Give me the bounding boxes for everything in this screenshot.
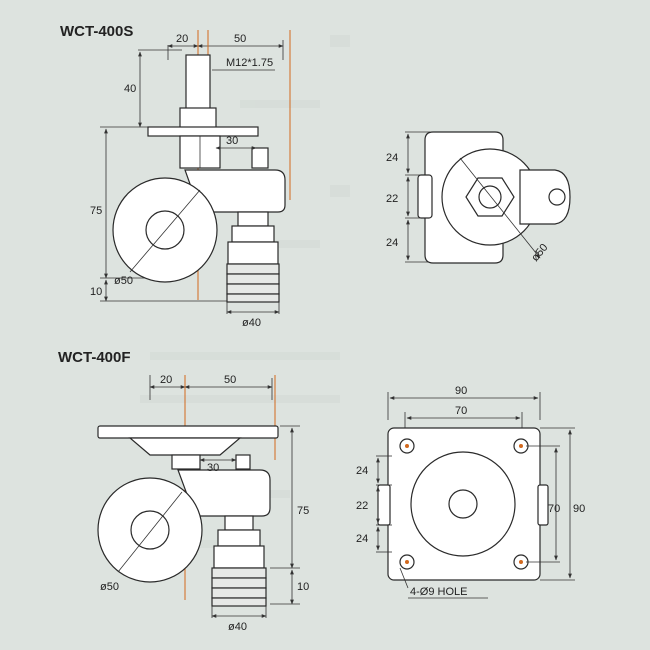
model-f-plan-dim-24a: 24	[356, 465, 368, 477]
model-s-title: WCT-400S	[60, 23, 133, 40]
model-f-dim-50: 50	[224, 374, 236, 386]
model-s-plan-dim-24a: 24	[386, 152, 398, 164]
model-f-side-view	[97, 375, 300, 618]
model-f-plan-dim-22: 22	[356, 500, 368, 512]
model-f-plate-dim-70-width: 70	[455, 405, 467, 417]
model-s-dim-30: 30	[226, 135, 238, 147]
model-s-plan-view	[405, 131, 571, 264]
model-s-dim-thread: M12*1.75	[226, 57, 273, 69]
model-s-dim-20: 20	[176, 33, 188, 45]
model-f-title: WCT-400F	[58, 349, 131, 366]
model-s-dim-wheel: ø50	[114, 275, 133, 287]
model-f-plan-view	[376, 392, 575, 599]
model-f-plate-dim-90-height: 90	[573, 503, 585, 515]
model-s-plan-dim-24b: 24	[386, 237, 398, 249]
model-s-dim-10: 10	[90, 286, 102, 298]
model-f-plate-dim-70-height: 70	[548, 503, 560, 515]
model-f-plate-dim-90-width: 90	[455, 385, 467, 397]
model-f-dim-30: 30	[207, 462, 219, 474]
model-s-dim-50: 50	[234, 33, 246, 45]
model-f-dim-wheel: ø50	[100, 581, 119, 593]
model-s-plan-dim-22: 22	[386, 193, 398, 205]
model-f-dim-75: 75	[297, 505, 309, 517]
model-s-dim-foot: ø40	[242, 317, 261, 329]
model-s-plan-dim-wheel: ø50	[529, 242, 550, 264]
model-f-dim-10: 10	[297, 581, 309, 593]
model-f-plan-dim-24b: 24	[356, 533, 368, 545]
model-f-dim-foot: ø40	[228, 621, 247, 633]
model-f-hole-label: 4-Ø9 HOLE	[410, 586, 467, 598]
model-s-dim-40: 40	[124, 83, 136, 95]
model-s-side-view	[100, 30, 291, 314]
model-f-dim-20: 20	[160, 374, 172, 386]
model-s-dim-75: 75	[90, 205, 102, 217]
